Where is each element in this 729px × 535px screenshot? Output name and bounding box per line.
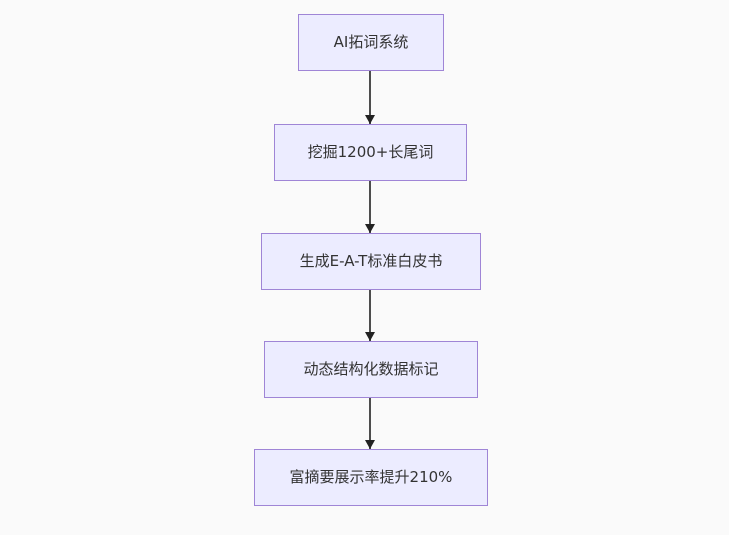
- node-structured-data-markup: 动态结构化数据标记: [264, 341, 478, 398]
- flow-edge-4: [365, 398, 375, 449]
- flow-edge-1: [365, 71, 375, 124]
- node-label: 动态结构化数据标记: [303, 360, 439, 378]
- arrowhead-down-icon: [365, 224, 375, 233]
- arrowhead-down-icon: [365, 332, 375, 341]
- node-label: 富摘要展示率提升210%: [289, 468, 453, 486]
- flow-edge-2: [365, 181, 375, 233]
- flow-edge-3: [365, 290, 375, 341]
- node-rich-snippet-uplift: 富摘要展示率提升210%: [254, 449, 488, 506]
- arrowhead-down-icon: [365, 440, 375, 449]
- node-longtail-mining: 挖掘1200+长尾词: [274, 124, 467, 181]
- node-label: 生成E-A-T标准白皮书: [299, 252, 443, 270]
- node-ai-keyword-expansion: AI拓词系统: [298, 14, 444, 71]
- node-label: AI拓词系统: [333, 33, 409, 51]
- node-label: 挖掘1200+长尾词: [307, 143, 434, 161]
- node-eat-whitepaper: 生成E-A-T标准白皮书: [261, 233, 481, 290]
- arrowhead-down-icon: [365, 115, 375, 124]
